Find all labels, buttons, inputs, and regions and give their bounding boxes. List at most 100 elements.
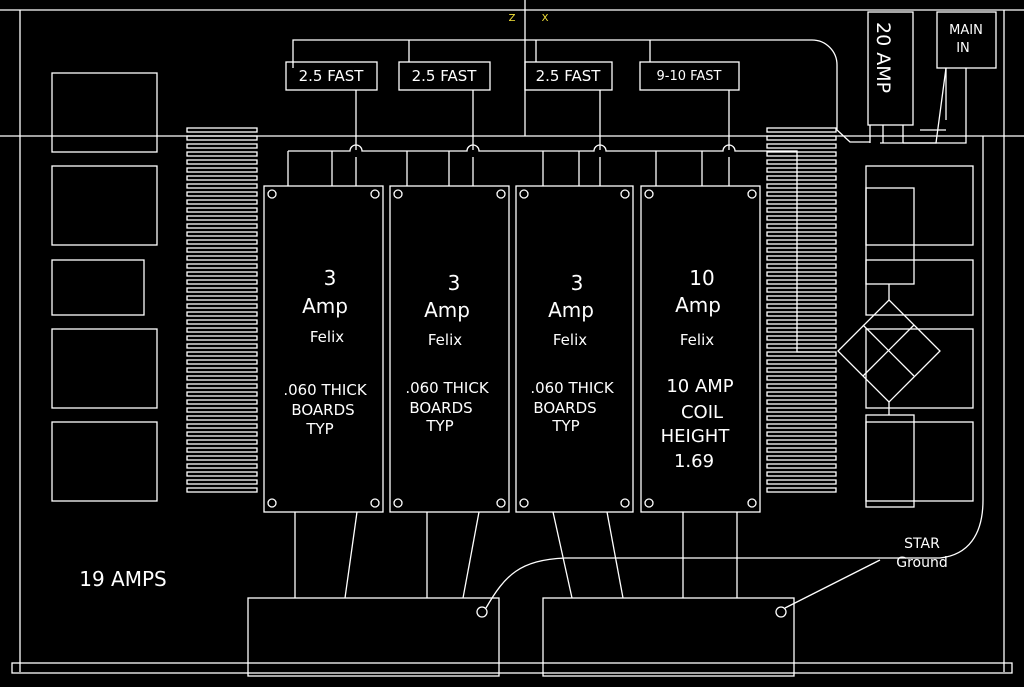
heatsink-fin bbox=[766, 335, 837, 341]
heatsink-fin bbox=[186, 455, 258, 461]
fuse-4: 9-10 FAST bbox=[639, 61, 740, 91]
heatsink-fin bbox=[186, 351, 258, 357]
supply-2-note-3: TYP bbox=[425, 417, 453, 435]
heatsink-fin bbox=[766, 127, 837, 133]
heatsink-fin bbox=[186, 471, 258, 477]
terminal-block-left bbox=[247, 597, 500, 677]
supply-1-note-1: .060 THICK bbox=[283, 381, 368, 399]
supply-3-note-1: .060 THICK bbox=[530, 379, 615, 397]
heatsink-fin bbox=[766, 135, 837, 141]
heatsink-fin bbox=[766, 263, 837, 269]
heatsink-fin bbox=[186, 287, 258, 293]
left-component-3 bbox=[51, 259, 145, 316]
ucs-marker: Z X bbox=[509, 13, 549, 24]
capacitor-bottom bbox=[865, 414, 915, 508]
heatsink-fin bbox=[186, 463, 258, 469]
heatsink-fin bbox=[186, 375, 258, 381]
heatsink-fin bbox=[186, 263, 258, 269]
supply-1-note-3: TYP bbox=[305, 420, 333, 438]
heatsink-fin bbox=[186, 159, 258, 165]
heatsink-fin bbox=[186, 439, 258, 445]
heatsink-fin bbox=[766, 367, 837, 373]
heatsink-fin bbox=[766, 239, 837, 245]
heatsink-fin bbox=[186, 423, 258, 429]
heatsink-fin bbox=[766, 327, 837, 333]
heatsink-fin bbox=[766, 295, 837, 301]
heatsink-fin bbox=[186, 311, 258, 317]
main-breaker-label: 20 AMP bbox=[872, 22, 894, 93]
left-component-1 bbox=[51, 72, 158, 153]
heatsink-fin bbox=[186, 151, 258, 157]
main-breaker: 20 AMP bbox=[867, 11, 914, 126]
heatsink-fin bbox=[766, 407, 837, 413]
heatsink-fin bbox=[766, 391, 837, 397]
heatsink-fin bbox=[766, 287, 837, 293]
heatsink-fin bbox=[766, 359, 837, 365]
heatsink-fin bbox=[186, 223, 258, 229]
main-input: MAIN IN bbox=[936, 11, 997, 69]
heatsink-fin bbox=[766, 479, 837, 485]
supply-3-note-3: TYP bbox=[551, 417, 579, 435]
supply-4-rating-number: 10 bbox=[689, 266, 714, 290]
heatsink-fin bbox=[186, 295, 258, 301]
heatsink-fin bbox=[186, 143, 258, 149]
supply-2-maker: Felix bbox=[428, 331, 462, 349]
heatsink-fin bbox=[186, 303, 258, 309]
heatsink-fin bbox=[766, 199, 837, 205]
heatsink-fin bbox=[186, 367, 258, 373]
heatsink-fin bbox=[186, 183, 258, 189]
heatsink-fin bbox=[766, 247, 837, 253]
heatsink-fin bbox=[766, 463, 837, 469]
right-component-column bbox=[865, 165, 974, 508]
heatsink-fin bbox=[766, 471, 837, 477]
heatsink-fin bbox=[186, 399, 258, 405]
heatsink-fin bbox=[766, 175, 837, 181]
capacitor-top bbox=[865, 187, 915, 285]
heatsink-fin bbox=[186, 335, 258, 341]
heatsink-fin bbox=[766, 207, 837, 213]
supply-2-note-2: BOARDS bbox=[409, 399, 472, 417]
supply-3-rating-unit: Amp bbox=[548, 298, 594, 322]
right-component-1 bbox=[865, 165, 974, 246]
supply-4-note-1: 10 AMP bbox=[666, 376, 733, 397]
supply-3-note-2: BOARDS bbox=[533, 399, 596, 417]
supply-1-note-2: BOARDS bbox=[291, 401, 354, 419]
heatsink-fin bbox=[766, 167, 837, 173]
heatsink-fin bbox=[186, 271, 258, 277]
heatsink-fin bbox=[186, 279, 258, 285]
fuse-1-label: 2.5 FAST bbox=[299, 67, 365, 85]
heatsink-fin bbox=[186, 239, 258, 245]
supply-4-maker: Felix bbox=[680, 331, 714, 349]
power-bus bbox=[287, 90, 830, 353]
ground-wires bbox=[485, 136, 984, 609]
main-input-line1: MAIN bbox=[949, 23, 983, 38]
heatsink-fin bbox=[766, 487, 837, 493]
supply-3-rating-number: 3 bbox=[571, 271, 584, 295]
ucs-x-label: X bbox=[542, 13, 549, 24]
heatsink-right bbox=[766, 127, 837, 493]
heatsink-fin bbox=[766, 279, 837, 285]
heatsink-fin bbox=[186, 255, 258, 261]
terminal-block-right bbox=[542, 597, 795, 677]
output-wires bbox=[294, 511, 738, 599]
heatsink-fin bbox=[766, 343, 837, 349]
supply-1: 3 Amp Felix .060 THICK BOARDS TYP bbox=[263, 185, 384, 513]
heatsink-fin bbox=[766, 319, 837, 325]
heatsink-fin bbox=[186, 247, 258, 253]
left-component-2 bbox=[51, 165, 158, 246]
heatsink-fin bbox=[186, 479, 258, 485]
heatsink-fin bbox=[186, 407, 258, 413]
heatsink-fin bbox=[186, 327, 258, 333]
bridge-rectifier bbox=[837, 284, 941, 415]
supply-2: 3 Amp Felix .060 THICK BOARDS TYP bbox=[389, 185, 510, 513]
heatsink-fin bbox=[766, 439, 837, 445]
heatsink-fin bbox=[186, 207, 258, 213]
heatsink-fin bbox=[186, 383, 258, 389]
supply-2-rating-unit: Amp bbox=[424, 298, 470, 322]
right-component-2 bbox=[865, 259, 974, 316]
fuse-3-label: 2.5 FAST bbox=[536, 67, 602, 85]
supply-1-rating-number: 3 bbox=[324, 266, 337, 290]
right-component-3 bbox=[865, 328, 974, 409]
